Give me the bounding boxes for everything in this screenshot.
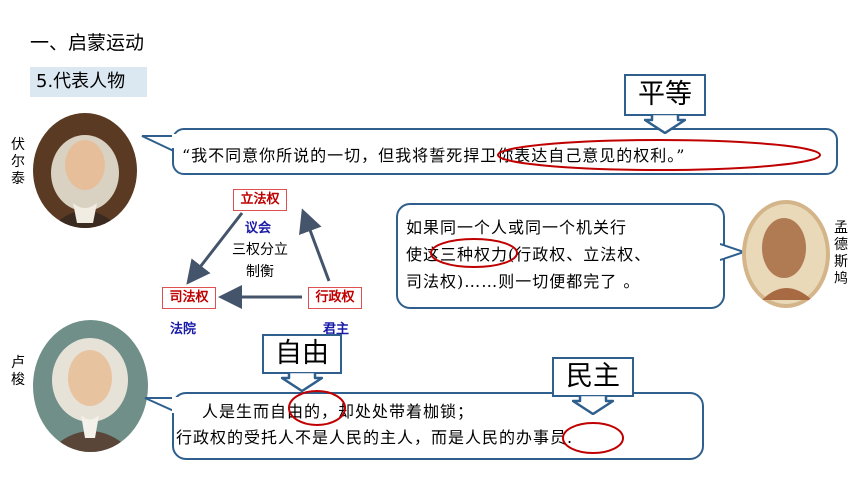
montesquieu-portrait	[742, 200, 830, 308]
separation-center-line1: 三权分立	[232, 242, 288, 258]
equality-callout: 平等	[624, 74, 706, 116]
montesquieu-name: 孟德斯鸠	[834, 220, 848, 287]
democracy-callout: 民主	[552, 357, 634, 397]
legislative-body-label: 议会	[245, 221, 272, 236]
voltaire-bubble-tail	[141, 135, 180, 155]
rousseau-quote-line1: 人是生而自由的，却处处带着枷锁；	[202, 402, 475, 421]
voltaire-quote-highlight: 誓死捍卫你表达自己意见的权利。	[429, 146, 677, 165]
freedom-callout: 自由	[262, 334, 342, 374]
montesquieu-quote: 如果同一个人或同一个机关行 使这三种权力(行政权、立法权、 司法权)……则一切便…	[406, 214, 651, 295]
democracy-arrow-icon	[572, 395, 614, 415]
rousseau-people-ellipse	[562, 422, 624, 454]
voltaire-bubble-tail-cover	[172, 134, 182, 148]
legislative-power-box: 立法权	[233, 189, 287, 211]
montesquieu-highlight-ellipse	[430, 238, 518, 268]
voltaire-highlight-ellipse	[497, 139, 821, 171]
equality-arrow-icon	[644, 114, 686, 134]
montesquieu-quote-line2: 使这三种权力(行政权、立法权、	[406, 245, 652, 264]
freedom-arrow-icon	[281, 372, 323, 392]
executive-power-box: 行政权	[308, 287, 362, 309]
voltaire-quote-before: “我不同意你所说的一切，但我将	[182, 146, 430, 165]
rousseau-freedom-ellipse	[288, 390, 346, 426]
rousseau-portrait	[33, 320, 148, 452]
voltaire-quote-after: ”	[676, 146, 686, 165]
subtitle-label: 5.代表人物	[30, 67, 147, 97]
rousseau-name: 卢梭	[11, 355, 25, 388]
separation-center-line2: 制衡	[246, 264, 274, 280]
voltaire-portrait	[33, 113, 137, 228]
section-title: 一、启蒙运动	[30, 32, 145, 54]
montesquieu-quote-line1: 如果同一个人或同一个机关行	[406, 218, 628, 237]
judicial-power-box: 司法权	[162, 287, 216, 309]
montesquieu-quote-bubble	[396, 203, 725, 309]
executive-body-label: 君主	[323, 322, 350, 337]
judicial-body-label: 法院	[170, 322, 197, 337]
rousseau-quote-line2: 行政权的受托人不是人民的主人，而是人民的办事员.	[176, 428, 574, 447]
montesquieu-quote-line3: 司法权)……则一切便都完了 。	[406, 272, 641, 291]
voltaire-quote: “我不同意你所说的一切，但我将誓死捍卫你表达自己意见的权利。”	[182, 142, 685, 166]
rousseau-bubble-tail-cover	[172, 397, 182, 413]
voltaire-name: 伏尔泰	[11, 137, 25, 187]
separation-arrows	[186, 208, 331, 309]
